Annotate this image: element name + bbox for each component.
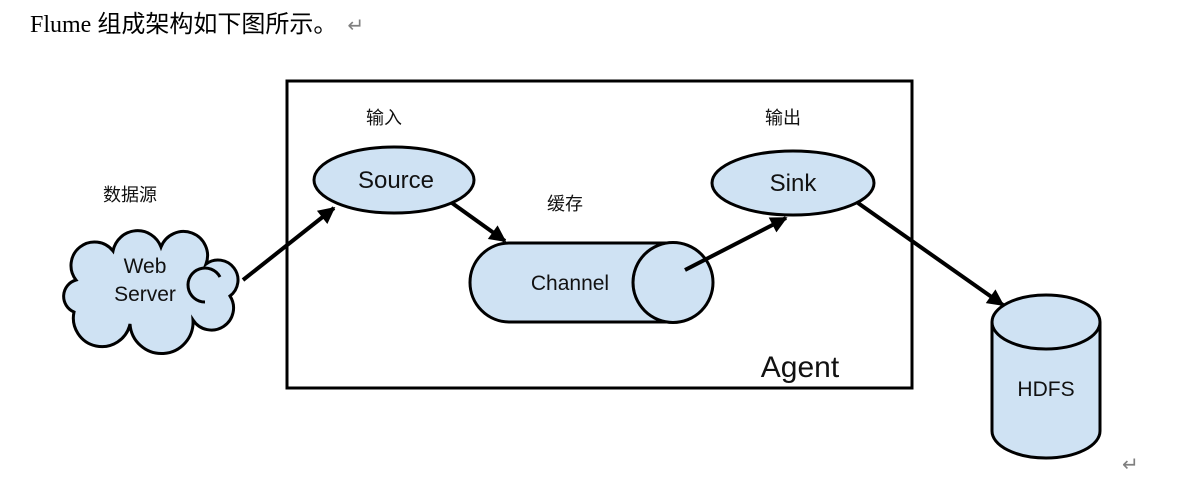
sink-label: Sink [770,170,818,197]
cloud-curl-stroke [186,266,222,304]
web-server-label-line1: Web [124,255,167,278]
agent-box [285,79,914,390]
source-label: Source [358,167,434,194]
web-server-node: Web Server [62,229,240,355]
annotation-input: 输入 [366,108,402,128]
channel-end-cap [631,241,715,324]
agent-label: Agent [761,351,840,384]
arrow-sink-to-hdfs [856,201,1005,307]
annotation-data-source: 数据源 [103,185,157,205]
hdfs-node: HDFS [990,293,1102,460]
cloud-shape [62,229,240,355]
paragraph-return-icon-bottom: ↵ [1122,452,1139,476]
caption-text: Flume 组成架构如下图所示。 ↵ [30,4,364,39]
hdfs-label: HDFS [1017,378,1074,401]
arrow-channel-to-sink [684,216,788,272]
source-node: Source [312,145,476,215]
caption-label: Flume 组成架构如下图所示。 [30,12,338,38]
channel-label: Channel [531,272,609,295]
sink-ellipse [710,149,876,217]
arrow-source-to-channel [450,201,507,243]
source-ellipse [312,145,476,215]
channel-node: Channel [468,241,715,324]
hdfs-cylinder-top [990,293,1102,351]
web-server-label-line2: Server [114,283,176,306]
arrow-webserver-to-source [241,206,336,282]
annotation-cache: 缓存 [547,194,583,214]
hdfs-cylinder-body [990,322,1102,460]
sink-node: Sink [710,149,876,217]
paragraph-return-icon: ↵ [347,13,365,37]
annotation-output: 输出 [765,108,801,128]
